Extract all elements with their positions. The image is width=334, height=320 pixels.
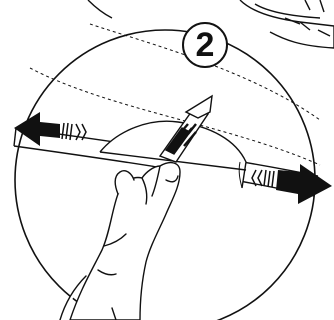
step-number-badge [183, 23, 227, 67]
